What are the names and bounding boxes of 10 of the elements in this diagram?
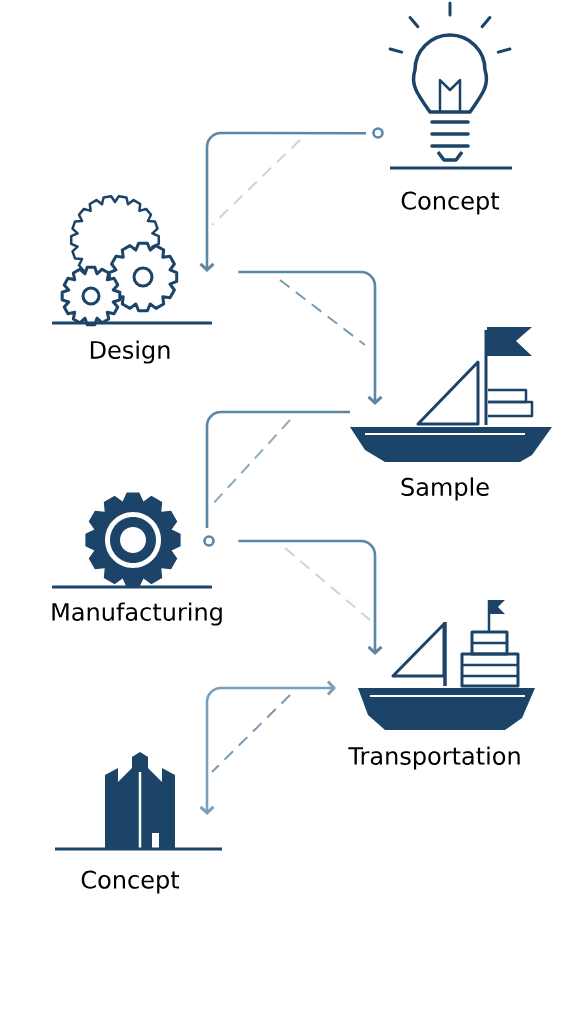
- connector-arrow: [199, 131, 366, 272]
- step-label: Sample: [401, 477, 489, 501]
- step-label: Manufacturing: [52, 602, 222, 626]
- step-label: Concept: [401, 191, 500, 215]
- connector-arrow: [238, 539, 383, 655]
- step-label: Design: [90, 340, 170, 364]
- step-label: Transportation: [348, 746, 520, 770]
- step-label: Concept: [81, 870, 180, 894]
- connector-arrow: [238, 270, 383, 405]
- connector-arrow: [199, 680, 336, 815]
